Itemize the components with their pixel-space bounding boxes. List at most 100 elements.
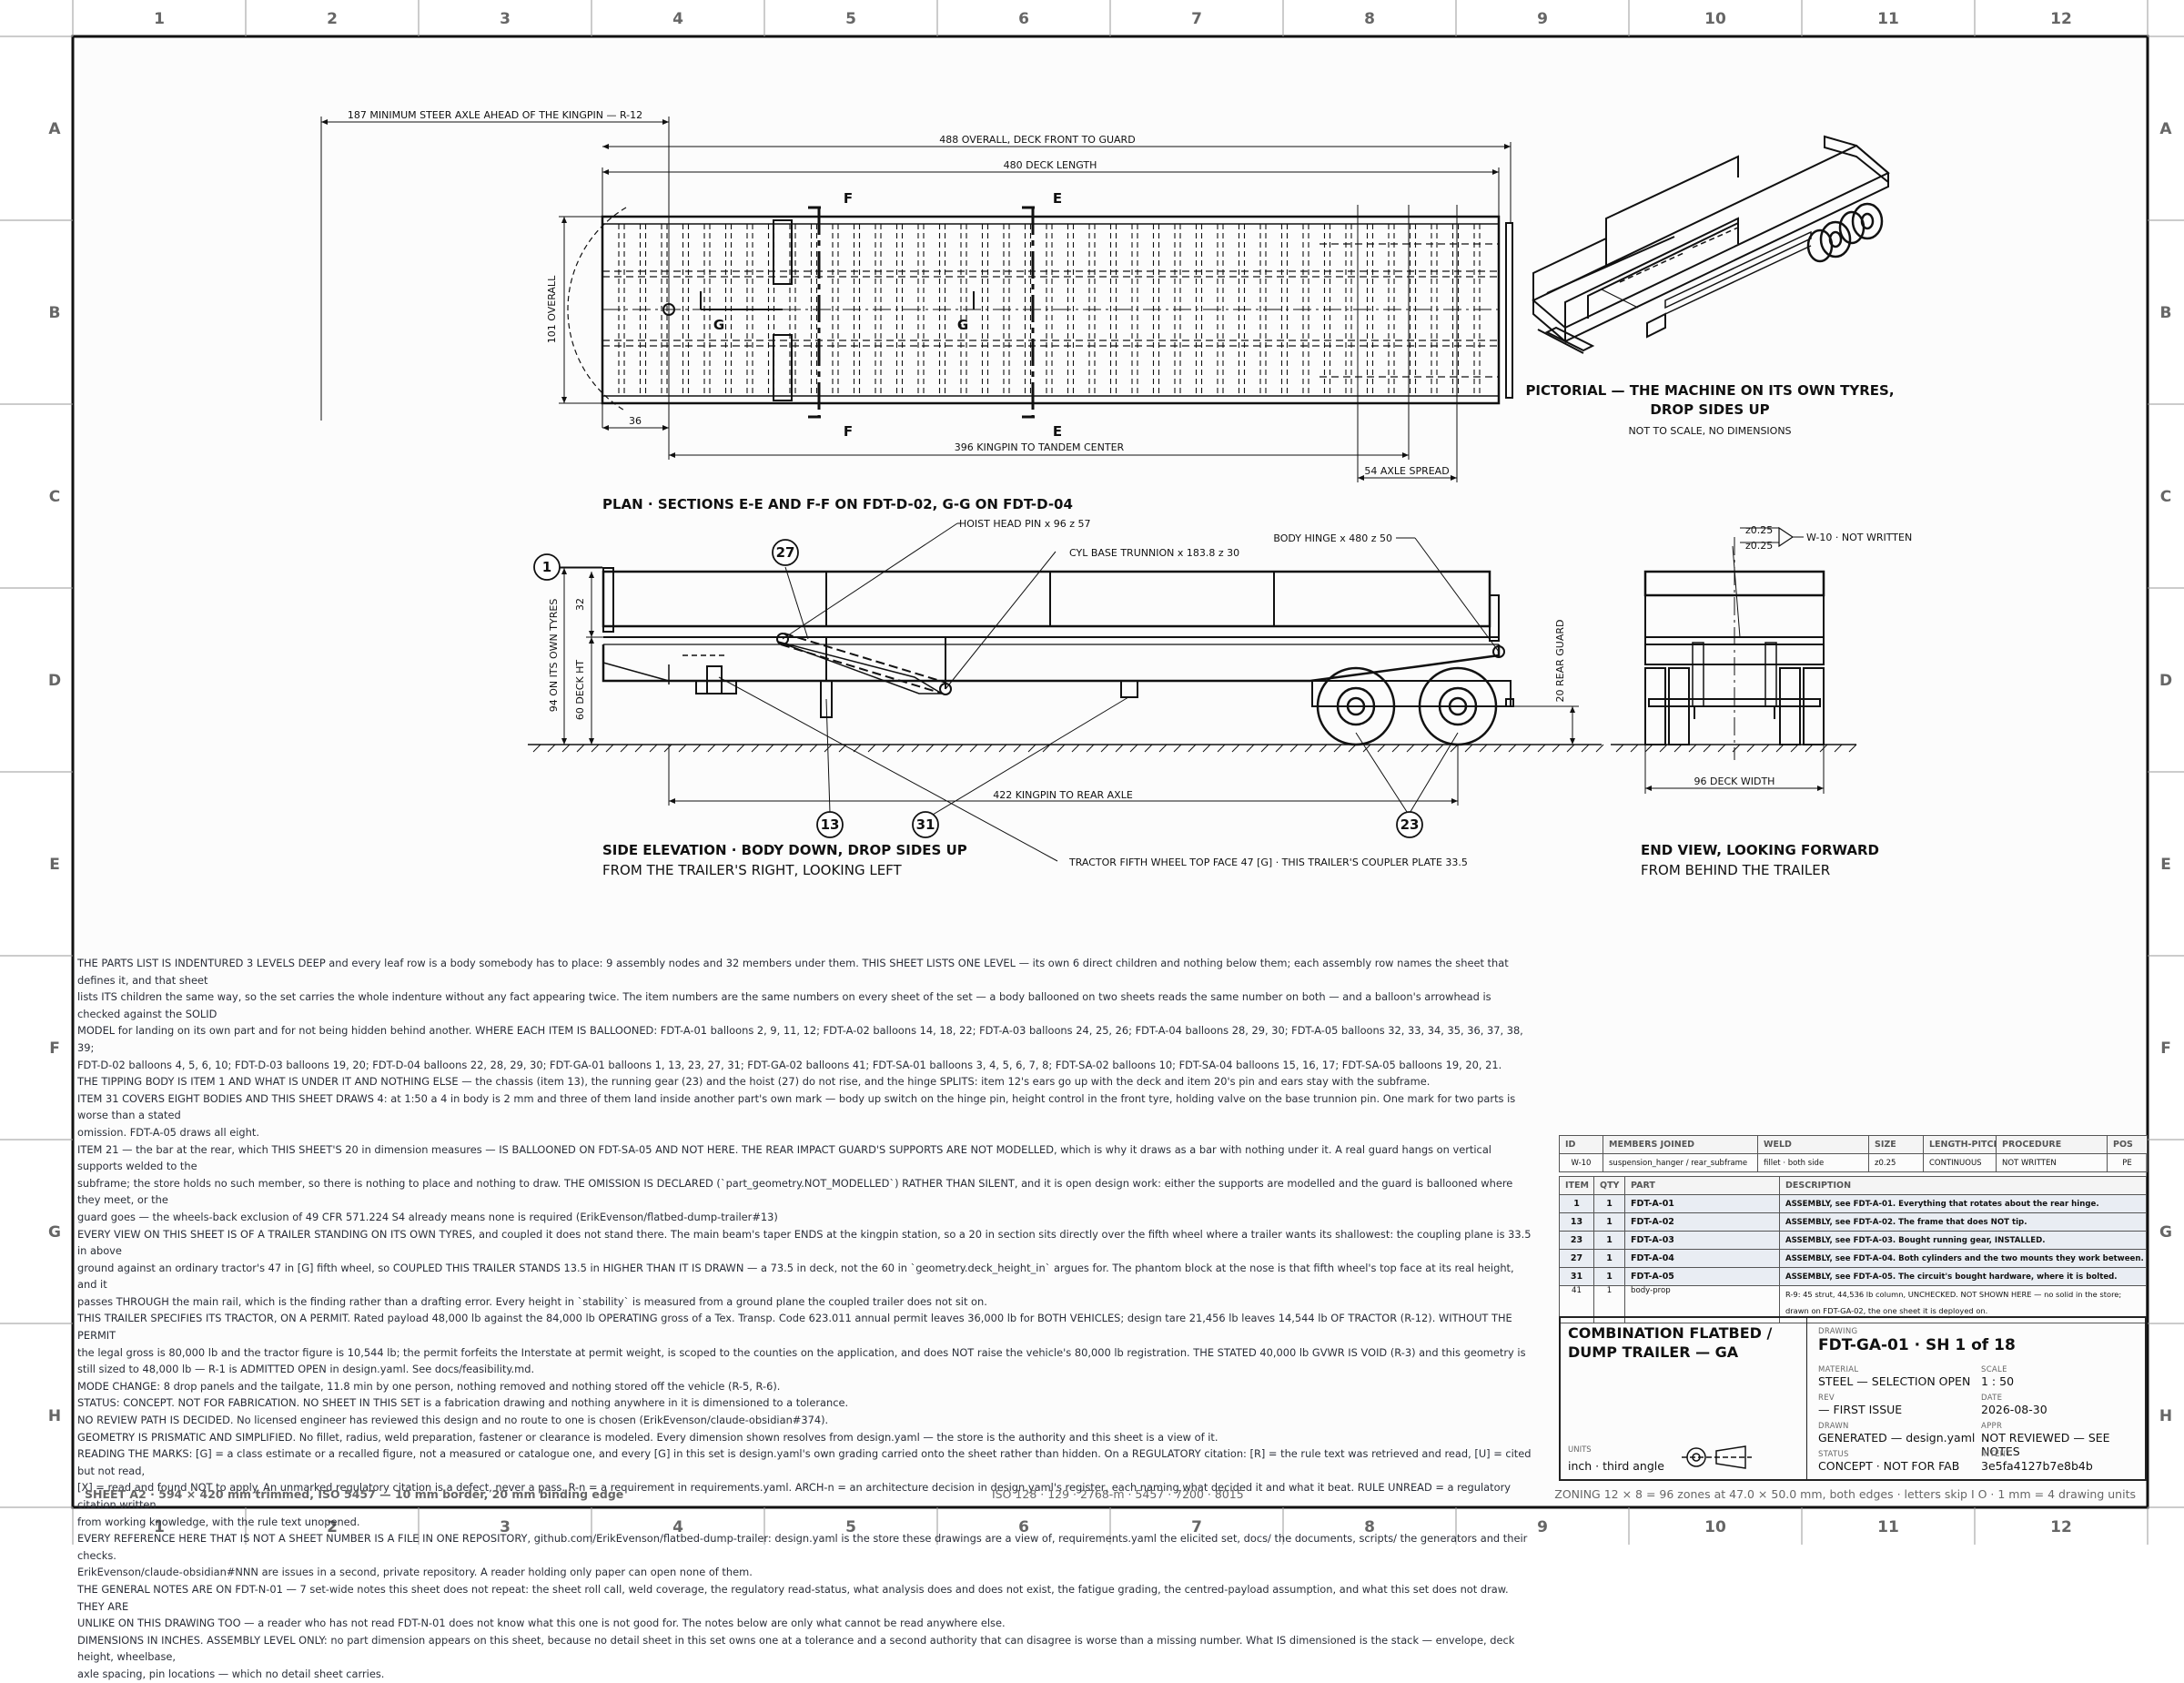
- note-line: passes THROUGH the main rail, which is t…: [77, 1294, 987, 1308]
- bom-cell-part: FDT-A-05: [1624, 1267, 1780, 1286]
- zone-col-label: 10: [1704, 10, 1726, 28]
- drawing-number: FDT-GA-01 · SH 1 of 18: [1818, 1336, 2016, 1354]
- zone-row-label: E: [49, 856, 60, 874]
- weld-header: WELD: [1757, 1135, 1869, 1154]
- dim-96-deck-width: 96 DECK WIDTH: [1694, 776, 1775, 787]
- zone-col-label: 11: [1877, 10, 1899, 28]
- bom-cell-item: 13: [1559, 1212, 1594, 1232]
- weld-size-top: z0.25: [1745, 524, 1773, 536]
- weld-header: PROCEDURE: [1996, 1135, 2108, 1154]
- bom-cell-desc: ASSEMBLY, see FDT-A-04. Both cylinders a…: [1779, 1249, 2147, 1268]
- note-line: omission. FDT-A-05 draws all eight.: [77, 1125, 259, 1139]
- note-line: lists ITS children the same way, so the …: [77, 990, 1491, 1020]
- footer-zoning: ZONING 12 × 8 = 96 zones at 47.0 × 50.0 …: [1554, 1487, 2136, 1501]
- units-value: inch · third angle: [1568, 1459, 1664, 1473]
- note-line: THE TIPPING BODY IS ITEM 1 AND WHAT IS U…: [77, 1075, 1431, 1089]
- bom-cell-part: FDT-A-04: [1624, 1249, 1780, 1268]
- bom-header: DESCRIPTION: [1779, 1176, 2147, 1195]
- zone-col-label: 2: [327, 1518, 338, 1536]
- bom-header: PART: [1624, 1176, 1780, 1195]
- note-line: ITEM 31 COVERS EIGHT BODIES AND THIS SHE…: [77, 1091, 1516, 1122]
- zone-row-label: C: [2160, 488, 2171, 506]
- zone-col-label: 9: [1537, 10, 1548, 28]
- zone-col-label: 10: [1704, 1518, 1726, 1536]
- zone-row-label: D: [48, 672, 61, 690]
- zone-row-label: B: [2160, 304, 2172, 322]
- side-elevation-labels: 1 27 13 31 23 HOIST HEAD PIN x 96 z 57 C…: [542, 518, 1566, 878]
- rev-label: REV: [1818, 1394, 1835, 1403]
- zone-row-label: A: [48, 120, 61, 138]
- dim-32: 32: [574, 598, 586, 611]
- zone-row-label: G: [2159, 1223, 2172, 1242]
- weld-header: ID: [1559, 1135, 1603, 1154]
- zone-row-label: B: [49, 304, 61, 322]
- note-line: NO REVIEW PATH IS DECIDED. No licensed e…: [77, 1414, 829, 1427]
- zone-col-label: 7: [1191, 1518, 1202, 1536]
- bom-cell-qty: 1: [1593, 1194, 1625, 1213]
- note-line: DIMENSIONS IN INCHES. ASSEMBLY LEVEL ONL…: [77, 1633, 1515, 1664]
- bom-cell-desc: ASSEMBLY, see FDT-A-01. Everything that …: [1779, 1194, 2147, 1213]
- bom-cell-desc: ASSEMBLY, see FDT-A-03. Bought running g…: [1779, 1231, 2147, 1250]
- dim-36: 36: [629, 415, 642, 427]
- note-line: ground against an ordinary tractor's 47 …: [77, 1261, 1514, 1292]
- bom-cell-item: 23: [1559, 1231, 1594, 1250]
- intent-label: INTENT: [1981, 1450, 2011, 1459]
- material-label: MATERIAL: [1818, 1365, 1859, 1374]
- third-angle-projection-icon: [1682, 1445, 1752, 1469]
- dim-kingpin-tandem: 396 KINGPIN TO TANDEM CENTER: [955, 441, 1125, 453]
- dim-deck-length: 480 DECK LENGTH: [1004, 159, 1097, 171]
- section-e-bottom: E: [1053, 423, 1062, 440]
- end-view-title: END VIEW, LOOKING FORWARD: [1641, 842, 1879, 858]
- status-value: CONCEPT · NOT FOR FAB: [1818, 1459, 1960, 1473]
- bom-cell-item: 1: [1559, 1194, 1594, 1213]
- balloon-31: 31: [916, 816, 935, 833]
- zone-col-label: 2: [327, 10, 338, 28]
- zone-row-label: C: [49, 488, 60, 506]
- footer-sheet-size: SHEET A2 · 594 × 420 mm trimmed, ISO 545…: [85, 1487, 624, 1501]
- weld-header: MEMBERS JOINED: [1603, 1135, 1758, 1154]
- pictorial-title: PICTORIAL — THE MACHINE ON ITS OWN TYRES…: [1525, 382, 1894, 399]
- weld-note: W-10 · NOT WRITTEN: [1806, 532, 1912, 543]
- date-value: 2026-08-30: [1981, 1403, 2048, 1416]
- bom-cell-qty: 1: [1593, 1249, 1625, 1268]
- weld-cell: fillet · both side: [1757, 1153, 1869, 1172]
- bom-cell-qty: 1: [1593, 1212, 1625, 1232]
- zone-col-label: 12: [2050, 1518, 2072, 1536]
- dim-overall-length: 488 OVERALL, DECK FRONT TO GUARD: [939, 134, 1135, 146]
- zone-col-label: 11: [1877, 1518, 1899, 1536]
- weld-header: SIZE: [1868, 1135, 1924, 1154]
- footer-standards: ISO 128 · 129 · 2768-m · 5457 · 7200 · 8…: [992, 1487, 1244, 1501]
- zone-col-label: 6: [1018, 10, 1029, 28]
- scale-label: SCALE: [1981, 1365, 2007, 1374]
- note-line: MODE CHANGE: 8 drop panels and the tailg…: [77, 1379, 781, 1393]
- note-line: MODEL for landing on its own part and fo…: [77, 1024, 1523, 1054]
- appr-value: NOT REVIEWED — SEE NOTES: [1981, 1431, 2110, 1458]
- zone-col-label: 1: [154, 1518, 165, 1536]
- note-line: still sized to 48,000 lb — R-1 is ADMITT…: [77, 1363, 535, 1376]
- zone-col-label: 5: [845, 10, 856, 28]
- material-value: STEEL — SELECTION OPEN: [1818, 1374, 1971, 1388]
- note-line: GEOMETRY IS PRISMATIC AND SIMPLIFIED. No…: [77, 1430, 1218, 1444]
- zone-col-label: 7: [1191, 10, 1202, 28]
- note-line: STATUS: CONCEPT. NOT FOR FABRICATION. NO…: [77, 1396, 849, 1410]
- note-line: the legal gross is 80,000 lb and the tra…: [77, 1345, 1526, 1359]
- bom-cell-qty: 1: [1593, 1231, 1625, 1250]
- zone-row-label: H: [48, 1407, 61, 1425]
- dim-steer-axle: 187 MINIMUM STEER AXLE AHEAD OF THE KING…: [348, 109, 642, 121]
- bom-cell-desc: ASSEMBLY, see FDT-A-02. The frame that d…: [1779, 1212, 2147, 1232]
- dim-axle-spread: 54 AXLE SPREAD: [1364, 465, 1449, 477]
- callout-cyl-base-trunnion: CYL BASE TRUNNION x 183.8 z 30: [1069, 547, 1239, 559]
- zone-col-label: 5: [845, 1518, 856, 1536]
- drawing-no-label: DRAWING: [1818, 1327, 1858, 1336]
- rev-value: — FIRST ISSUE: [1818, 1403, 1903, 1416]
- zone-row-label: E: [2160, 856, 2171, 874]
- zone-col-label: 8: [1364, 10, 1375, 28]
- weld-cell: z0.25: [1868, 1153, 1924, 1172]
- zone-col-label: 12: [2050, 10, 2072, 28]
- dim-60-deck-height: 60 DECK HT: [574, 660, 586, 721]
